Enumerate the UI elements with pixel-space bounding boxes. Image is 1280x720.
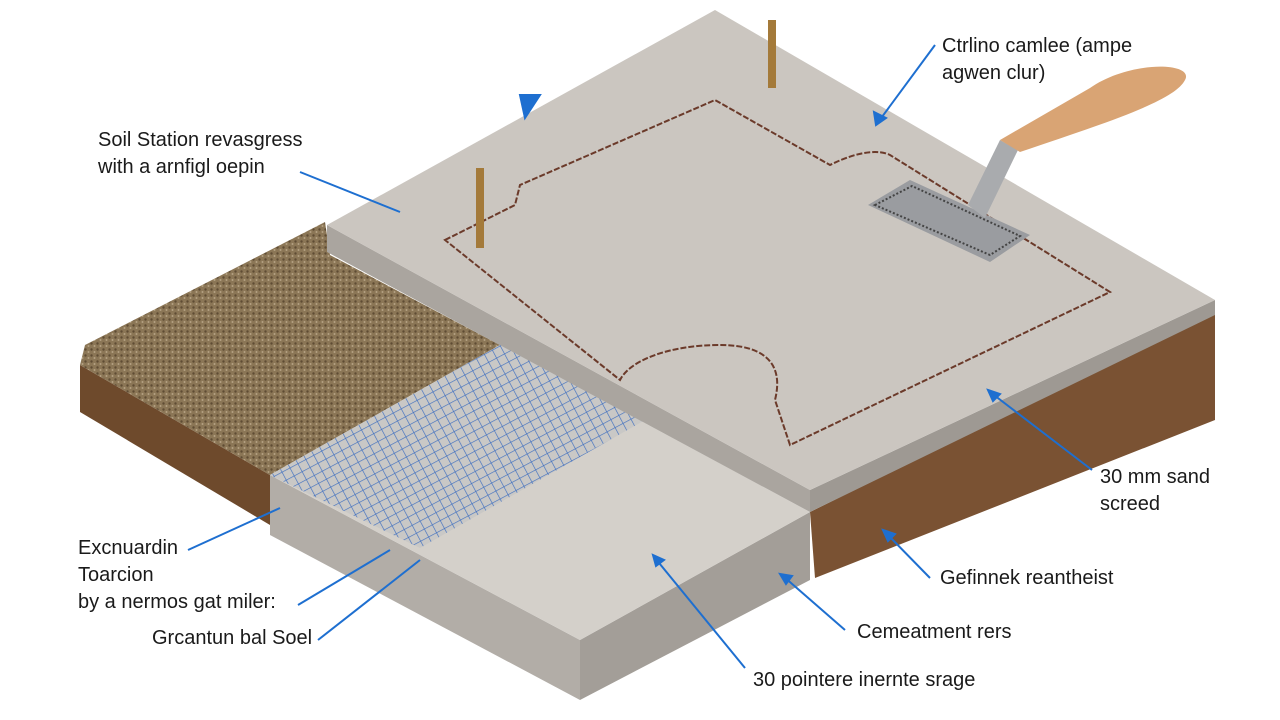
label-line: agwen clur) bbox=[942, 62, 1046, 84]
label-pointere: 30 pointere inernte srage bbox=[753, 669, 976, 691]
label-line: Ctrlino camlee (ampe bbox=[942, 35, 1133, 57]
stake bbox=[476, 168, 484, 248]
label-line: screed bbox=[1100, 493, 1161, 515]
soil-layer bbox=[810, 312, 1215, 578]
gravel-top bbox=[80, 222, 500, 475]
top-slab-right-face bbox=[810, 300, 1215, 512]
top-slab-surface bbox=[327, 10, 1215, 490]
gravel-front-face bbox=[80, 365, 270, 525]
trowel-icon bbox=[868, 66, 1187, 262]
label-line: Toarcion bbox=[78, 564, 154, 586]
lower-slab-front-left bbox=[270, 475, 580, 700]
stake bbox=[768, 20, 776, 88]
label-line: Soil Station revasgress bbox=[98, 129, 303, 151]
label-excavation: Excnuardin Toarcion by a nermos gat mile… bbox=[78, 535, 276, 616]
label-sand-screed: 30 mm sand screed bbox=[1100, 464, 1210, 518]
label-cemeatment: Cemeatment rers bbox=[857, 621, 1012, 643]
label-line: by a nermos gat miler: bbox=[78, 591, 276, 613]
dashed-outline bbox=[443, 98, 1113, 447]
reinforcement-mesh bbox=[270, 345, 645, 548]
label-line: Excnuardin bbox=[78, 537, 179, 559]
label-gefinnek: Gefinnek reantheist bbox=[940, 567, 1114, 589]
label-line: 30 mm sand bbox=[1100, 466, 1211, 488]
top-slab-front-face bbox=[327, 225, 810, 512]
label-granular: Grcantun bal Soel bbox=[152, 627, 313, 649]
label-line: with a arnfigl oepin bbox=[98, 156, 265, 178]
callout-arrows bbox=[187, 44, 1093, 669]
label-top-right: Ctrlino camlee (ampe agwen clur) bbox=[942, 33, 1132, 87]
label-soil-station: Soil Station revasgress with a arnfigl o… bbox=[98, 127, 303, 181]
